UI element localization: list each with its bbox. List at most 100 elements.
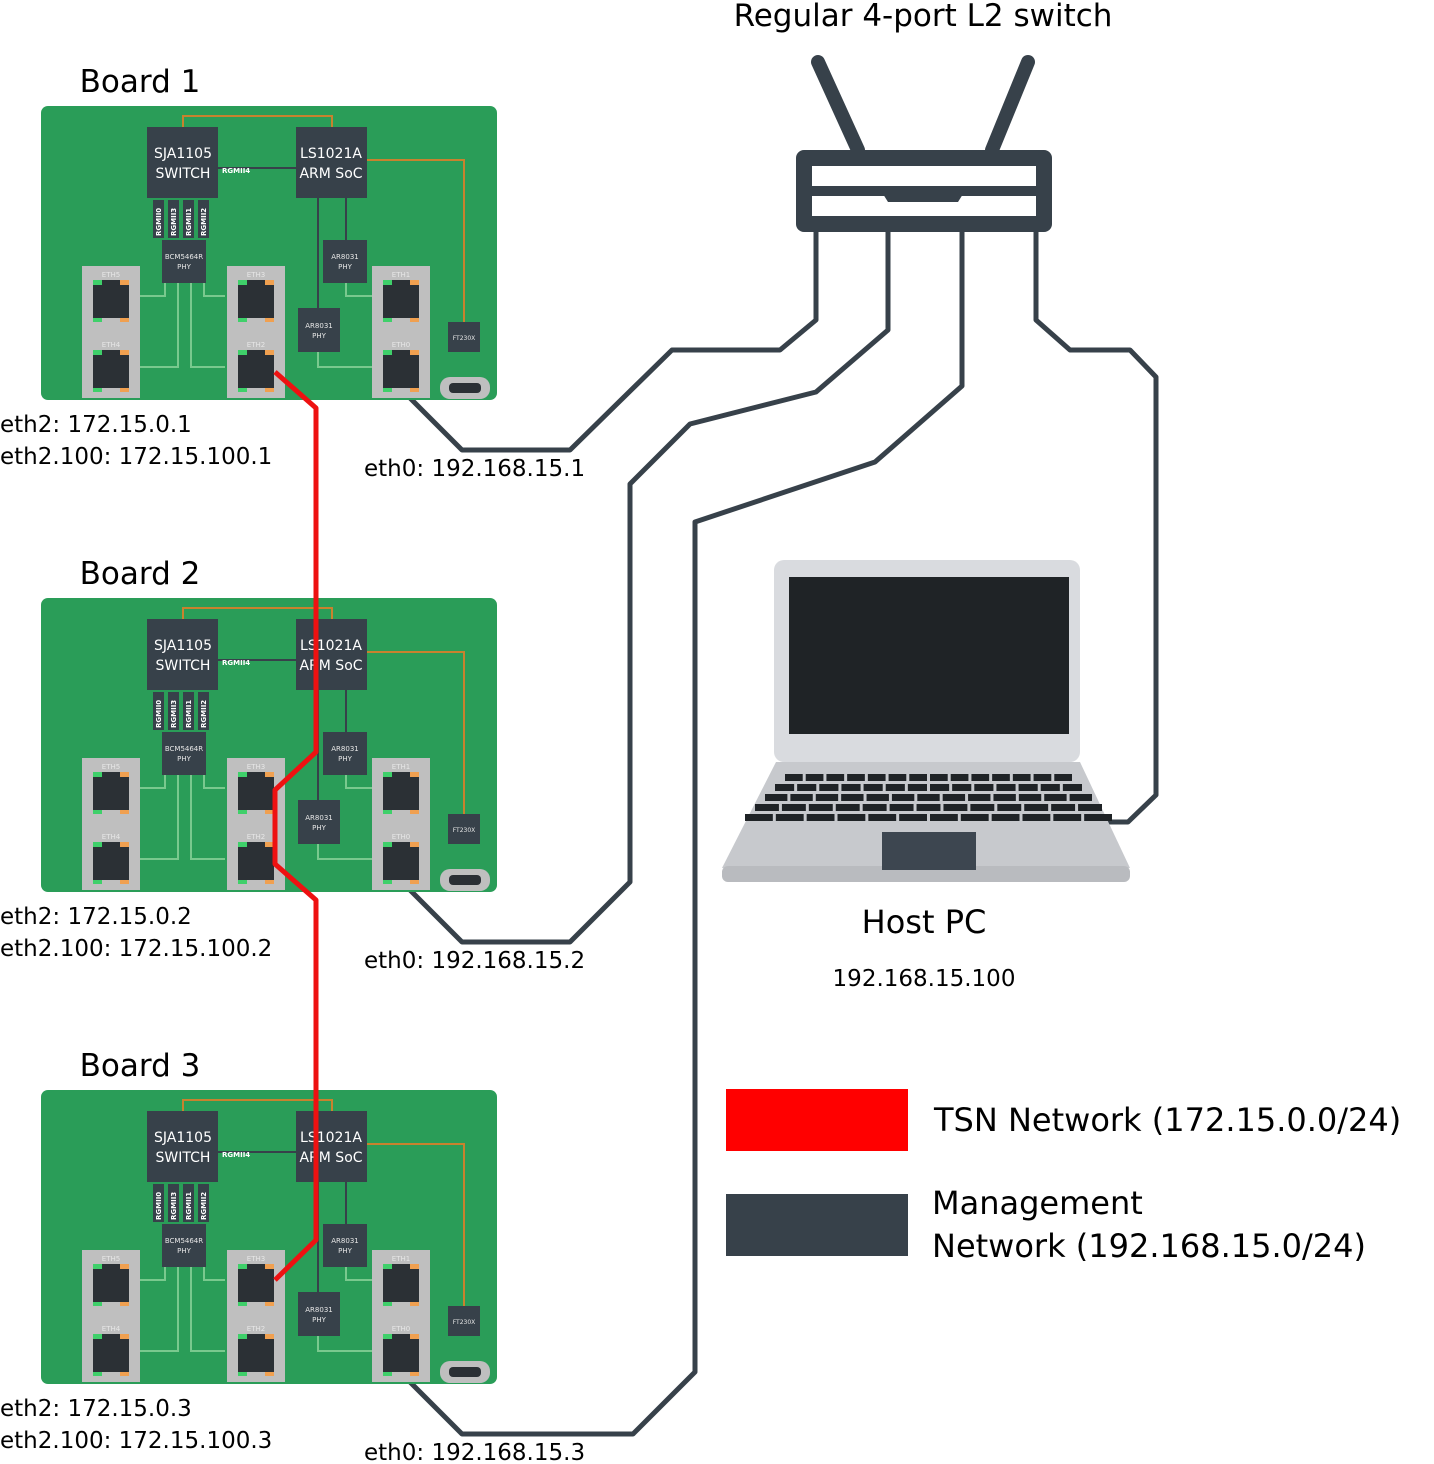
- rgmii4-label: RGMII4: [222, 1151, 250, 1159]
- ethernet-port: [238, 280, 274, 318]
- eth2-100-address: eth2.100: 172.15.100.3: [0, 1428, 272, 1454]
- keyboard-key: [960, 814, 989, 821]
- ls1021a-label: LS1021A: [300, 146, 362, 162]
- port-led-orange: [410, 842, 419, 847]
- keyboard-key: [775, 814, 804, 821]
- port-label: ETH2: [247, 341, 265, 349]
- port-led-orange: [265, 842, 274, 847]
- ar8031-sublabel: PHY: [312, 1316, 326, 1324]
- rgmii-strip: [153, 1184, 164, 1222]
- keyboard-key: [970, 804, 995, 811]
- keyboard-key: [993, 794, 1016, 801]
- port-led-green: [93, 350, 102, 355]
- keyboard-key: [841, 794, 864, 801]
- keyboard-key: [952, 784, 972, 791]
- ft230x-label: FT230X: [453, 1319, 476, 1326]
- port-label: ETH2: [247, 1325, 265, 1333]
- port-led-orange: [410, 1264, 419, 1269]
- port-led-orange: [120, 772, 129, 777]
- ethernet-port: [383, 280, 419, 318]
- keyboard-key: [930, 784, 950, 791]
- ls1021a-chip: [296, 127, 367, 198]
- port-led-orange: [120, 1264, 129, 1269]
- keyboard-key: [868, 814, 897, 821]
- port-led-orange: [265, 1264, 274, 1269]
- ethernet-port: [238, 842, 274, 880]
- usb-port: [449, 875, 481, 885]
- legend-mgmt-label-line1: Management: [932, 1184, 1143, 1222]
- port-led-orange: [120, 810, 129, 814]
- eth2-100-address: eth2.100: 172.15.100.1: [0, 444, 272, 470]
- keyboard-key: [996, 784, 1016, 791]
- trace: [367, 1143, 465, 1306]
- eth2-address: eth2: 172.15.0.2: [0, 904, 192, 930]
- port-led-orange: [410, 1302, 419, 1306]
- legend-tsn-label: TSN Network (172.15.0.0/24): [933, 1101, 1401, 1139]
- usb-port: [449, 1367, 481, 1377]
- eth2-address: eth2: 172.15.0.3: [0, 1396, 192, 1422]
- keyboard-key: [917, 794, 940, 801]
- keyboard-key: [1044, 794, 1067, 801]
- port-led-orange: [120, 1334, 129, 1339]
- port-led-orange: [120, 842, 129, 847]
- eth0-address: eth0: 192.168.15.2: [364, 948, 585, 974]
- ft230x-chip: [448, 322, 480, 352]
- port-led-green: [383, 810, 392, 814]
- bcm-phy-label: BCM5464R: [165, 745, 203, 753]
- keyboard-key: [866, 794, 889, 801]
- port-label: ETH4: [102, 833, 121, 841]
- port-led-orange: [120, 880, 129, 884]
- eth0-address: eth0: 192.168.15.1: [364, 456, 585, 482]
- keyboard-key: [1062, 784, 1082, 791]
- trace: [203, 1267, 225, 1281]
- mgmt-cable-board3: [400, 232, 965, 1437]
- rgmii-label: RGMII1: [185, 1192, 193, 1220]
- board-title: Board 3: [80, 1048, 201, 1084]
- keyboard-key: [1054, 774, 1072, 781]
- port-label: ETH5: [102, 271, 120, 279]
- port-led-green: [93, 280, 102, 285]
- ft230x-label: FT230X: [453, 827, 476, 834]
- port-label: ETH0: [392, 833, 410, 841]
- port-led-green: [93, 1264, 102, 1269]
- port-led-green: [238, 880, 247, 884]
- bcm-phy-chip: [162, 240, 206, 283]
- ar8031-sublabel: PHY: [338, 755, 352, 763]
- port-led-orange: [265, 1302, 274, 1306]
- ft230x-chip: [448, 814, 480, 844]
- port-label: ETH4: [102, 341, 121, 349]
- port-led-green: [93, 1302, 102, 1306]
- trace: [138, 283, 179, 368]
- keyboard-key: [826, 774, 845, 781]
- board-title: Board 2: [80, 556, 201, 592]
- ls1021a-sublabel: ARM SoC: [299, 658, 362, 674]
- port-led-green: [238, 350, 247, 355]
- port-label: ETH2: [247, 833, 265, 841]
- port-led-orange: [410, 1334, 419, 1339]
- rgmii-label: RGMII2: [200, 1192, 208, 1220]
- port-led-green: [383, 1264, 392, 1269]
- port-led-orange: [410, 388, 419, 392]
- keyboard-key: [1078, 804, 1102, 811]
- port-led-orange: [265, 350, 274, 355]
- trace: [203, 283, 225, 297]
- rgmii-label: RGMII3: [170, 700, 178, 728]
- keyboard-key: [806, 814, 835, 821]
- bcm-phy-sublabel: PHY: [177, 263, 191, 271]
- ethernet-port: [383, 350, 419, 388]
- keyboard-key: [1051, 804, 1076, 811]
- trace: [317, 352, 372, 368]
- port-led-orange: [265, 388, 274, 392]
- ar8031-phy-chip: [323, 1224, 367, 1267]
- keyboard-key: [1018, 784, 1038, 791]
- keyboard-key: [1012, 774, 1031, 781]
- eth2-100-address: eth2.100: 172.15.100.2: [0, 936, 272, 962]
- port-led-green: [93, 772, 102, 777]
- rgmii4-label: RGMII4: [222, 659, 250, 667]
- port-led-orange: [120, 1372, 129, 1376]
- tsn-cable: [272, 370, 319, 1282]
- ar8031-sublabel: PHY: [312, 824, 326, 832]
- port-led-orange: [265, 772, 274, 777]
- port-led-orange: [120, 388, 129, 392]
